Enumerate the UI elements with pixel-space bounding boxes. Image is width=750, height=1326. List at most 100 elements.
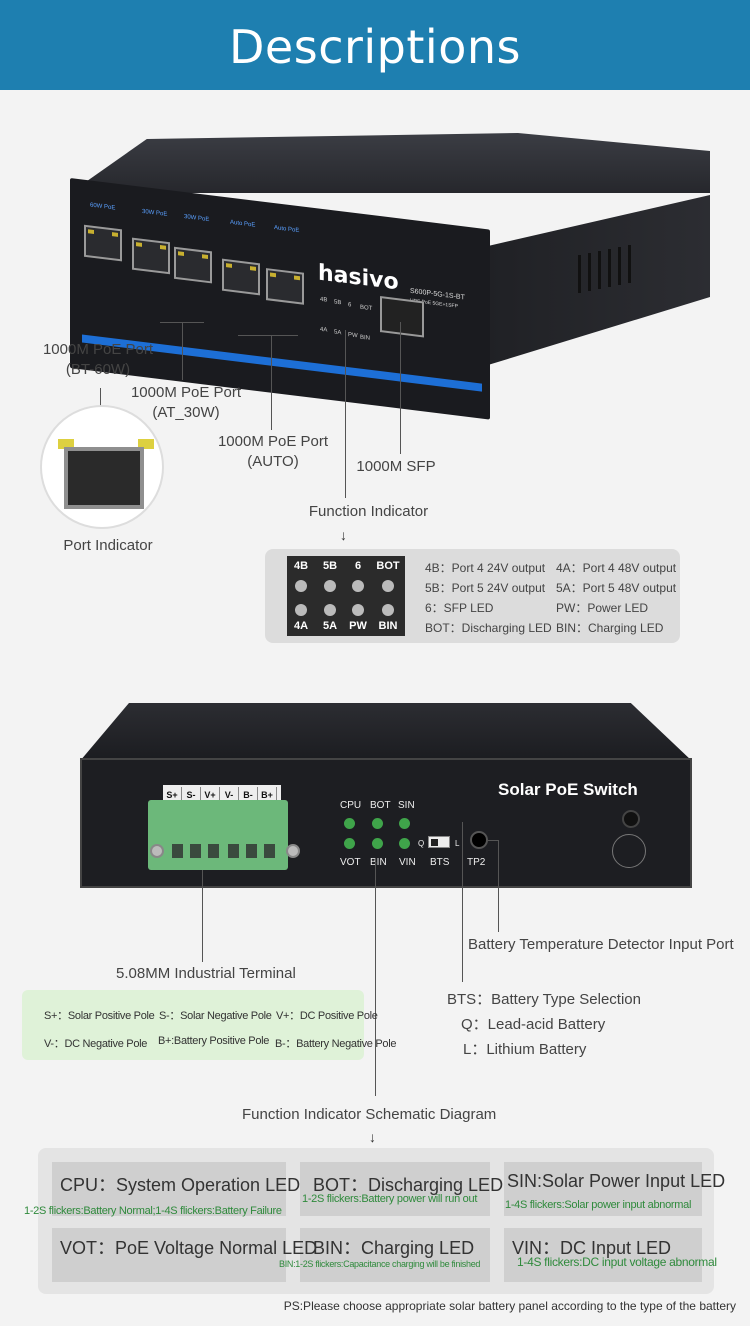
legend-item: B+:Battery Positive Pole <box>158 1035 270 1047</box>
cell-bot <box>300 1162 490 1216</box>
cell-vot <box>52 1228 286 1282</box>
terminal-legend <box>22 990 364 1060</box>
led-label: BIN <box>378 620 398 632</box>
callout-battery-temp: Battery Temperature Detector Input Port <box>468 936 734 953</box>
terminal-slot <box>190 844 201 858</box>
rear-led <box>399 818 410 829</box>
cpu-led-title: CPU：System Operation LED <box>60 1175 301 1195</box>
callout-port23: 1000M PoE Port (AT_30W) <box>126 383 246 423</box>
tp2-port <box>470 831 488 849</box>
port-led-right <box>138 439 154 449</box>
vin-led-note: 1-4S flickers:DC input voltage abnormal <box>517 1255 717 1269</box>
led-dot <box>352 580 364 592</box>
bot-led-title: BOT：Discharging LED <box>313 1175 504 1195</box>
rj45-port-2 <box>132 237 170 275</box>
function-desc: 4A：Port 4 48V output <box>556 561 677 575</box>
callout-port1: 1000M PoE Port (BT-60W) <box>38 340 158 380</box>
rear-led-label: CPU <box>340 800 362 811</box>
leader-line <box>400 322 401 454</box>
legend-item: S+：Solar Positive Pole <box>44 1010 155 1022</box>
callout-port45-title: 1000M PoE Port <box>217 433 329 450</box>
function-desc: BOT：Discharging LED <box>425 621 552 635</box>
function-desc: 5A：Port 5 48V output <box>556 581 677 595</box>
function-led-panel: 4B 5B 6 BOT 4A 5A PW BIN <box>287 556 405 636</box>
vent <box>598 251 601 289</box>
led-dot <box>352 604 364 616</box>
led-label: 5A <box>334 329 342 337</box>
terminal-slot <box>264 844 275 858</box>
legend-item: V+：DC Positive Pole <box>276 1010 378 1022</box>
terminal-slot <box>228 844 239 858</box>
terminal-slot <box>208 844 219 858</box>
vent <box>608 249 611 287</box>
sin-led-note: 1-4S flickers:Solar power input abnormal <box>505 1199 692 1211</box>
switch-l-label: L <box>455 839 460 848</box>
bts-slide-switch[interactable] <box>428 836 450 848</box>
down-arrow-icon: ↓ <box>340 527 347 543</box>
rear-led-label: BOT <box>370 800 391 811</box>
cell-cpu <box>52 1162 286 1216</box>
rear-led-label: VOT <box>340 857 361 868</box>
led-label: 5B <box>322 560 338 572</box>
bts-title: BTS：Battery Type Selection <box>447 991 641 1008</box>
led-dot <box>324 580 336 592</box>
callout-port1-title: 1000M PoE Port <box>42 341 154 358</box>
vent <box>618 247 621 285</box>
legend-item: S-：Solar Negative Pole <box>159 1010 272 1022</box>
cell-sin <box>504 1162 702 1216</box>
port-header: Auto PoE <box>230 219 256 229</box>
port-header: 30W PoE <box>184 213 210 224</box>
led-dot <box>382 580 394 592</box>
callout-port-indicator: Port Indicator <box>63 537 153 554</box>
rear-led <box>372 838 383 849</box>
schematic-title: Function Indicator Schematic Diagram <box>242 1106 497 1123</box>
rj45-port-5 <box>266 268 304 305</box>
led-label: 5A <box>322 620 338 632</box>
rj45-port-3 <box>174 246 212 284</box>
callout-port45-sub: (AUTO) <box>247 453 299 470</box>
bot-led-note: 1-2S flickers:Battery power will run out <box>302 1193 478 1205</box>
vot-led-title: VOT：PoE Voltage Normal LED <box>60 1238 318 1258</box>
sin-led-title: SIN:Solar Power Input LED <box>507 1171 726 1191</box>
terminal-screw <box>150 844 164 858</box>
pin-label: V+ <box>201 787 220 803</box>
down-arrow-icon: ↓ <box>369 1129 376 1145</box>
pin-label: S- <box>182 787 201 803</box>
callout-terminal: 5.08MM Industrial Terminal <box>116 965 296 982</box>
leader-line <box>488 840 498 841</box>
footer-note: PS:Please choose appropriate solar batte… <box>283 1299 736 1313</box>
leader-line <box>202 870 203 962</box>
pin-label: V- <box>220 787 239 803</box>
callout-sfp: 1000M SFP <box>356 458 436 475</box>
callout-port1-sub: (BT-60W) <box>65 361 131 378</box>
header-banner: Descriptions <box>0 0 750 90</box>
industrial-terminal-block <box>148 800 300 870</box>
pin-label: B- <box>239 787 258 803</box>
led-dot <box>324 604 336 616</box>
leader-line <box>160 322 204 323</box>
tp2-label: TP2 <box>467 857 486 868</box>
leader-line <box>498 840 499 932</box>
legend-item: B-：Battery Negative Pole <box>275 1038 397 1050</box>
bin-led-title: BIN：Charging LED <box>313 1238 475 1258</box>
leader-line <box>462 822 463 982</box>
port-indicator-zoom <box>40 405 164 529</box>
led-label: BOT <box>360 304 373 313</box>
callout-port23-title: 1000M PoE Port <box>130 384 242 401</box>
led-label: BOT <box>376 560 400 572</box>
rj45-jack <box>64 447 144 509</box>
terminal-screw <box>286 844 300 858</box>
port-led-left <box>58 439 74 449</box>
switch-top-panel <box>70 133 710 193</box>
rj45-port-1 <box>84 224 122 262</box>
led-label: PW <box>348 332 358 340</box>
vent <box>578 255 581 293</box>
function-desc: 6：SFP LED <box>425 601 494 615</box>
brand-logo: hasivo <box>318 260 399 296</box>
terminal-slot <box>246 844 257 858</box>
ground-screw <box>622 810 640 828</box>
port-header: Auto PoE <box>274 225 300 235</box>
function-desc: BIN：Charging LED <box>556 621 664 635</box>
leader-line <box>182 322 183 380</box>
rear-led-label: BIN <box>370 857 387 868</box>
